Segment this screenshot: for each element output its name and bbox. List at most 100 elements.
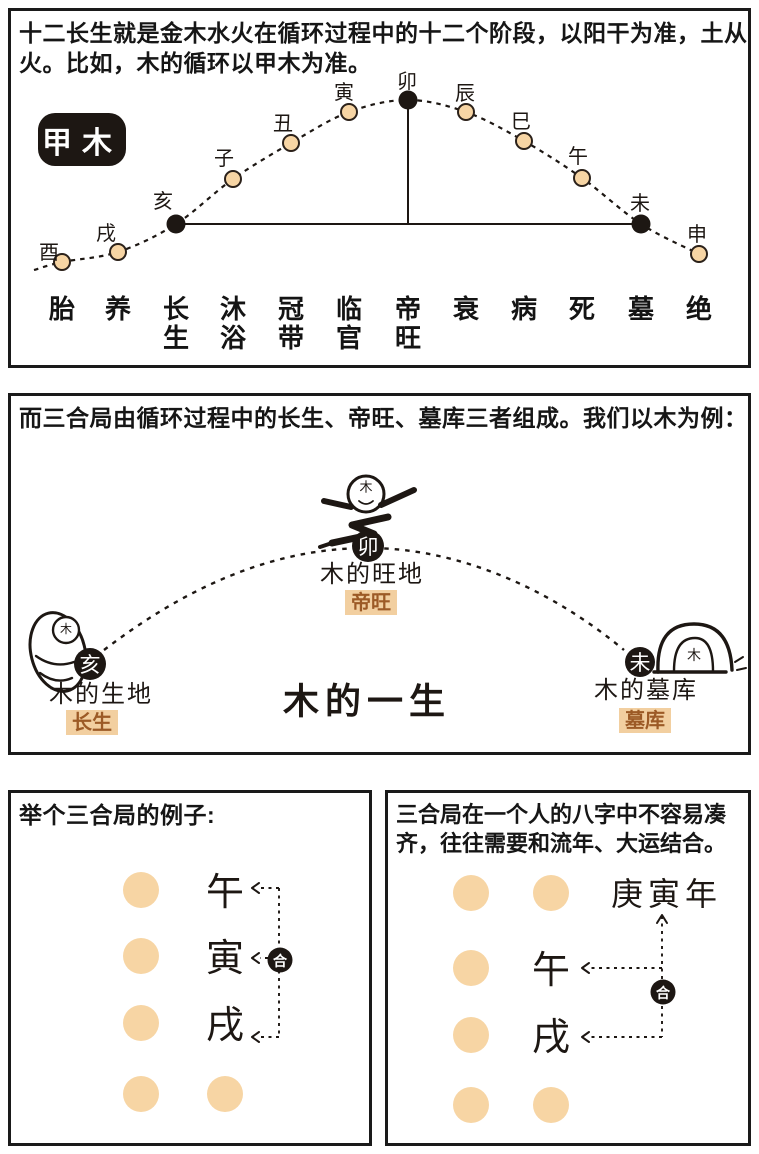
- cycle-point-午: [573, 169, 591, 187]
- combine-label: 合: [656, 985, 671, 1001]
- panel1-intro: 十二长生就是金木水火在循环过程中的十二个阶段，以阳干为准，土从 火。比如，木的循…: [11, 11, 748, 78]
- stage-label-墓: 墓: [627, 294, 655, 324]
- baby-in-swaddle-icon: 木: [28, 611, 88, 693]
- node-changsheng: 亥 木的生地 长生: [49, 648, 153, 735]
- panel2-intro: 而三合局由循环过程中的长生、帝旺、墓库三者组成。我们以木为例：: [11, 396, 748, 433]
- branch-wu: 午: [532, 948, 570, 992]
- branch-label-巳: 巳: [511, 109, 531, 133]
- diwang-tag-bg: [345, 590, 397, 615]
- cycle-point-申: [690, 245, 708, 263]
- combine-bracket: 合: [251, 882, 293, 1043]
- panel4-intro-line1: 三合局在一个人的八字中不容易凑: [396, 802, 727, 827]
- branch-label-辰: 辰: [455, 81, 475, 105]
- arrow-to-xu: [581, 1031, 590, 1043]
- svg-text:木: 木: [60, 622, 72, 636]
- branch-label-戌: 戌: [96, 221, 116, 245]
- pillar-placeholder: [453, 1017, 489, 1053]
- grave-mound-icon: 木: [652, 622, 747, 674]
- wood-life-title: 木的一生: [283, 681, 451, 722]
- svg-text:木: 木: [359, 481, 372, 496]
- branch-label-卯: 卯: [397, 69, 417, 93]
- panel4-intro-line2: 齐，往往需要和流年、大运结合。: [396, 831, 727, 856]
- pillar-placeholder: [123, 938, 159, 974]
- arrow-to-wu: [581, 962, 590, 974]
- stage-label-死: 死: [569, 294, 595, 324]
- branch-label-午: 午: [568, 144, 588, 168]
- wood-life-diagram: 木 木 木 亥 木的生地 长生: [28, 474, 747, 735]
- cycle-point-戌: [109, 243, 127, 261]
- panel1-intro-line2: 火。比如，木的循环以甲木为准。: [19, 50, 372, 76]
- pillar-placeholder: [533, 875, 569, 911]
- panel3-intro: 举个三合局的例子:: [11, 793, 369, 830]
- stage-label-沐浴: 沐浴: [220, 294, 247, 353]
- panel-twelve-stages: 十二长生就是金木水火在循环过程中的十二个阶段，以阳干为准，土从 火。比如，木的循…: [8, 8, 751, 368]
- sanhe-example-diagram: 午 寅 戌 合: [123, 870, 293, 1112]
- hai-node-label: 亥: [80, 653, 101, 677]
- combine-bracket: 合: [581, 914, 676, 1043]
- birth-place-label: 木的生地: [49, 680, 153, 708]
- changsheng-tag: 长生: [72, 711, 112, 734]
- branch-yin: 寅: [206, 936, 244, 980]
- svg-text:木: 木: [687, 648, 701, 664]
- arrow-to-wu: [251, 882, 260, 894]
- stage-label-养: 养: [104, 294, 131, 324]
- panel-sanhe-with-year: 三合局在一个人的八字中不容易凑 齐，往往需要和流年、大运结合。 庚寅年 午 戌 …: [385, 790, 751, 1146]
- branch-xu: 戌: [206, 1003, 244, 1047]
- branch-label-丑: 丑: [273, 111, 293, 135]
- stage-label-临官: 临官: [336, 294, 362, 353]
- panel-sanhe-example: 举个三合局的例子: 午 寅 戌 合: [8, 790, 372, 1146]
- stage-label-长生: 长生: [163, 294, 190, 353]
- cycle-point-辰: [457, 103, 475, 121]
- cycle-point-寅: [340, 103, 358, 121]
- year-gengyin: 庚寅年: [611, 875, 722, 913]
- cycle-point-卯: [398, 90, 418, 110]
- panel1-intro-line1: 十二长生就是金木水火在循环过程中的十二个阶段，以阳干为准，土从: [19, 20, 748, 46]
- cycle-curve: [33, 98, 700, 272]
- pillar-placeholder: [123, 1005, 159, 1041]
- pillar-placeholder: [453, 1087, 489, 1123]
- stage-labels-row: 胎养长生沐浴冠带临官帝旺衰病死墓绝: [48, 294, 712, 353]
- muku-tag-bg: [619, 708, 671, 733]
- sanhe-year-diagram: 庚寅年 午 戌 合: [453, 875, 722, 1123]
- changsheng-tag-bg: [66, 710, 118, 735]
- pillar-placeholder: [207, 1076, 243, 1112]
- mao-node-label: 卯: [358, 535, 379, 559]
- pillar-placeholder: [123, 1076, 159, 1112]
- node-muku: 未 木的墓库 墓库: [594, 647, 698, 733]
- branch-wu: 午: [206, 870, 244, 914]
- stage-label-绝: 绝: [686, 294, 712, 324]
- pillar-placeholder: [453, 950, 489, 986]
- combine-label: 合: [273, 953, 288, 969]
- branch-label-亥: 亥: [153, 189, 173, 213]
- stage-label-冠带: 冠带: [278, 294, 304, 353]
- node-diwang: 卯 木的旺地 帝旺: [320, 530, 424, 615]
- wei-node-label: 未: [630, 651, 651, 675]
- cycle-point-丑: [282, 134, 300, 152]
- stage-label-胎: 胎: [48, 294, 75, 324]
- twelve-stage-curve-diagram: 酉戌亥子丑寅卯辰巳午未申 胎养长生沐浴冠带临官帝旺衰病死墓绝: [33, 69, 712, 353]
- pillar-placeholder: [453, 875, 489, 911]
- stage-label-帝旺: 帝旺: [395, 294, 421, 353]
- branch-label-子: 子: [214, 146, 234, 170]
- grave-place-label: 木的墓库: [594, 676, 698, 704]
- cycle-points: 酉戌亥子丑寅卯辰巳午未申: [39, 69, 708, 271]
- prosper-place-label: 木的旺地: [320, 560, 424, 588]
- cycle-point-巳: [515, 132, 533, 150]
- jiamu-badge: 甲木: [38, 113, 126, 166]
- diwang-tag: 帝旺: [351, 590, 391, 614]
- wei-node: [625, 647, 655, 677]
- arrow-to-year: [656, 914, 668, 924]
- arrow-to-xu: [251, 1031, 260, 1043]
- branch-label-酉: 酉: [39, 240, 59, 264]
- cycle-point-酉: [53, 253, 71, 271]
- combine-badge: [267, 947, 293, 973]
- arrow-to-yin: [251, 952, 260, 964]
- hai-node: [74, 648, 106, 680]
- stage-label-衰: 衰: [452, 294, 480, 324]
- muku-tag: 墓库: [624, 708, 665, 732]
- branch-label-申: 申: [687, 222, 707, 246]
- combine-badge: [650, 979, 676, 1005]
- branch-label-未: 未: [630, 191, 650, 215]
- cycle-point-未: [631, 214, 651, 234]
- branch-xu: 戌: [532, 1015, 570, 1059]
